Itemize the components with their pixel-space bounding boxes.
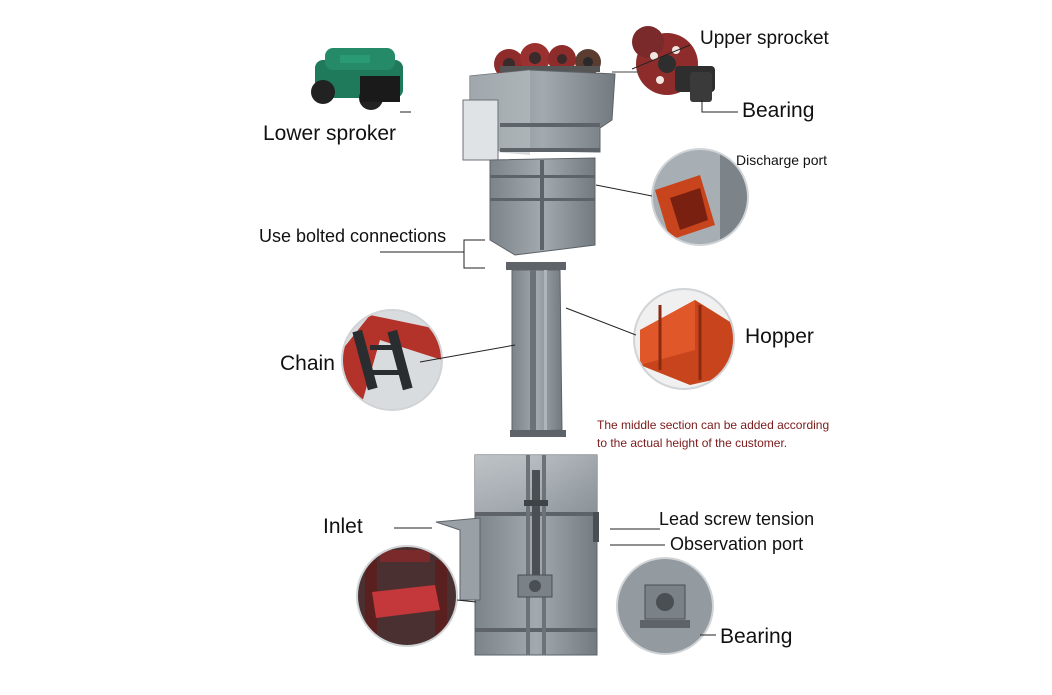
middle-section [506, 262, 566, 437]
label-bolted-connections: Use bolted connections [259, 226, 447, 246]
label-inlet: Inlet [323, 515, 363, 538]
middle-section-note: The middle section can be added accordin… [597, 416, 829, 452]
hopper-inset [633, 288, 735, 390]
head-section [462, 43, 616, 256]
chain-inset [341, 309, 443, 411]
inlet-inset [356, 545, 458, 647]
label-bearing-top: Bearing [742, 99, 815, 122]
label-bearing-bottom: Bearing [720, 625, 793, 648]
label-observation-port: Observation port [670, 534, 804, 554]
leader-lines [380, 44, 738, 636]
label-upper-sprocket: Upper sprocket [700, 28, 829, 49]
label-discharge-port: Discharge port [736, 152, 828, 168]
label-hopper: Hopper [745, 325, 814, 348]
label-lower-sproker: Lower sproker [263, 122, 397, 145]
note-line-1: The middle section can be added accordin… [597, 418, 830, 432]
label-chain: Chain [280, 352, 335, 375]
boot-section [435, 454, 599, 656]
label-lead-screw-tension: Lead screw tension [659, 509, 815, 529]
upper-sprocket-assembly [612, 26, 715, 102]
discharge-port-inset [651, 148, 749, 246]
note-line-2: to the actual height of the customer. [597, 436, 788, 450]
top-sprockets [494, 43, 601, 79]
bearing-inset [616, 557, 714, 655]
gearbox [311, 48, 403, 110]
